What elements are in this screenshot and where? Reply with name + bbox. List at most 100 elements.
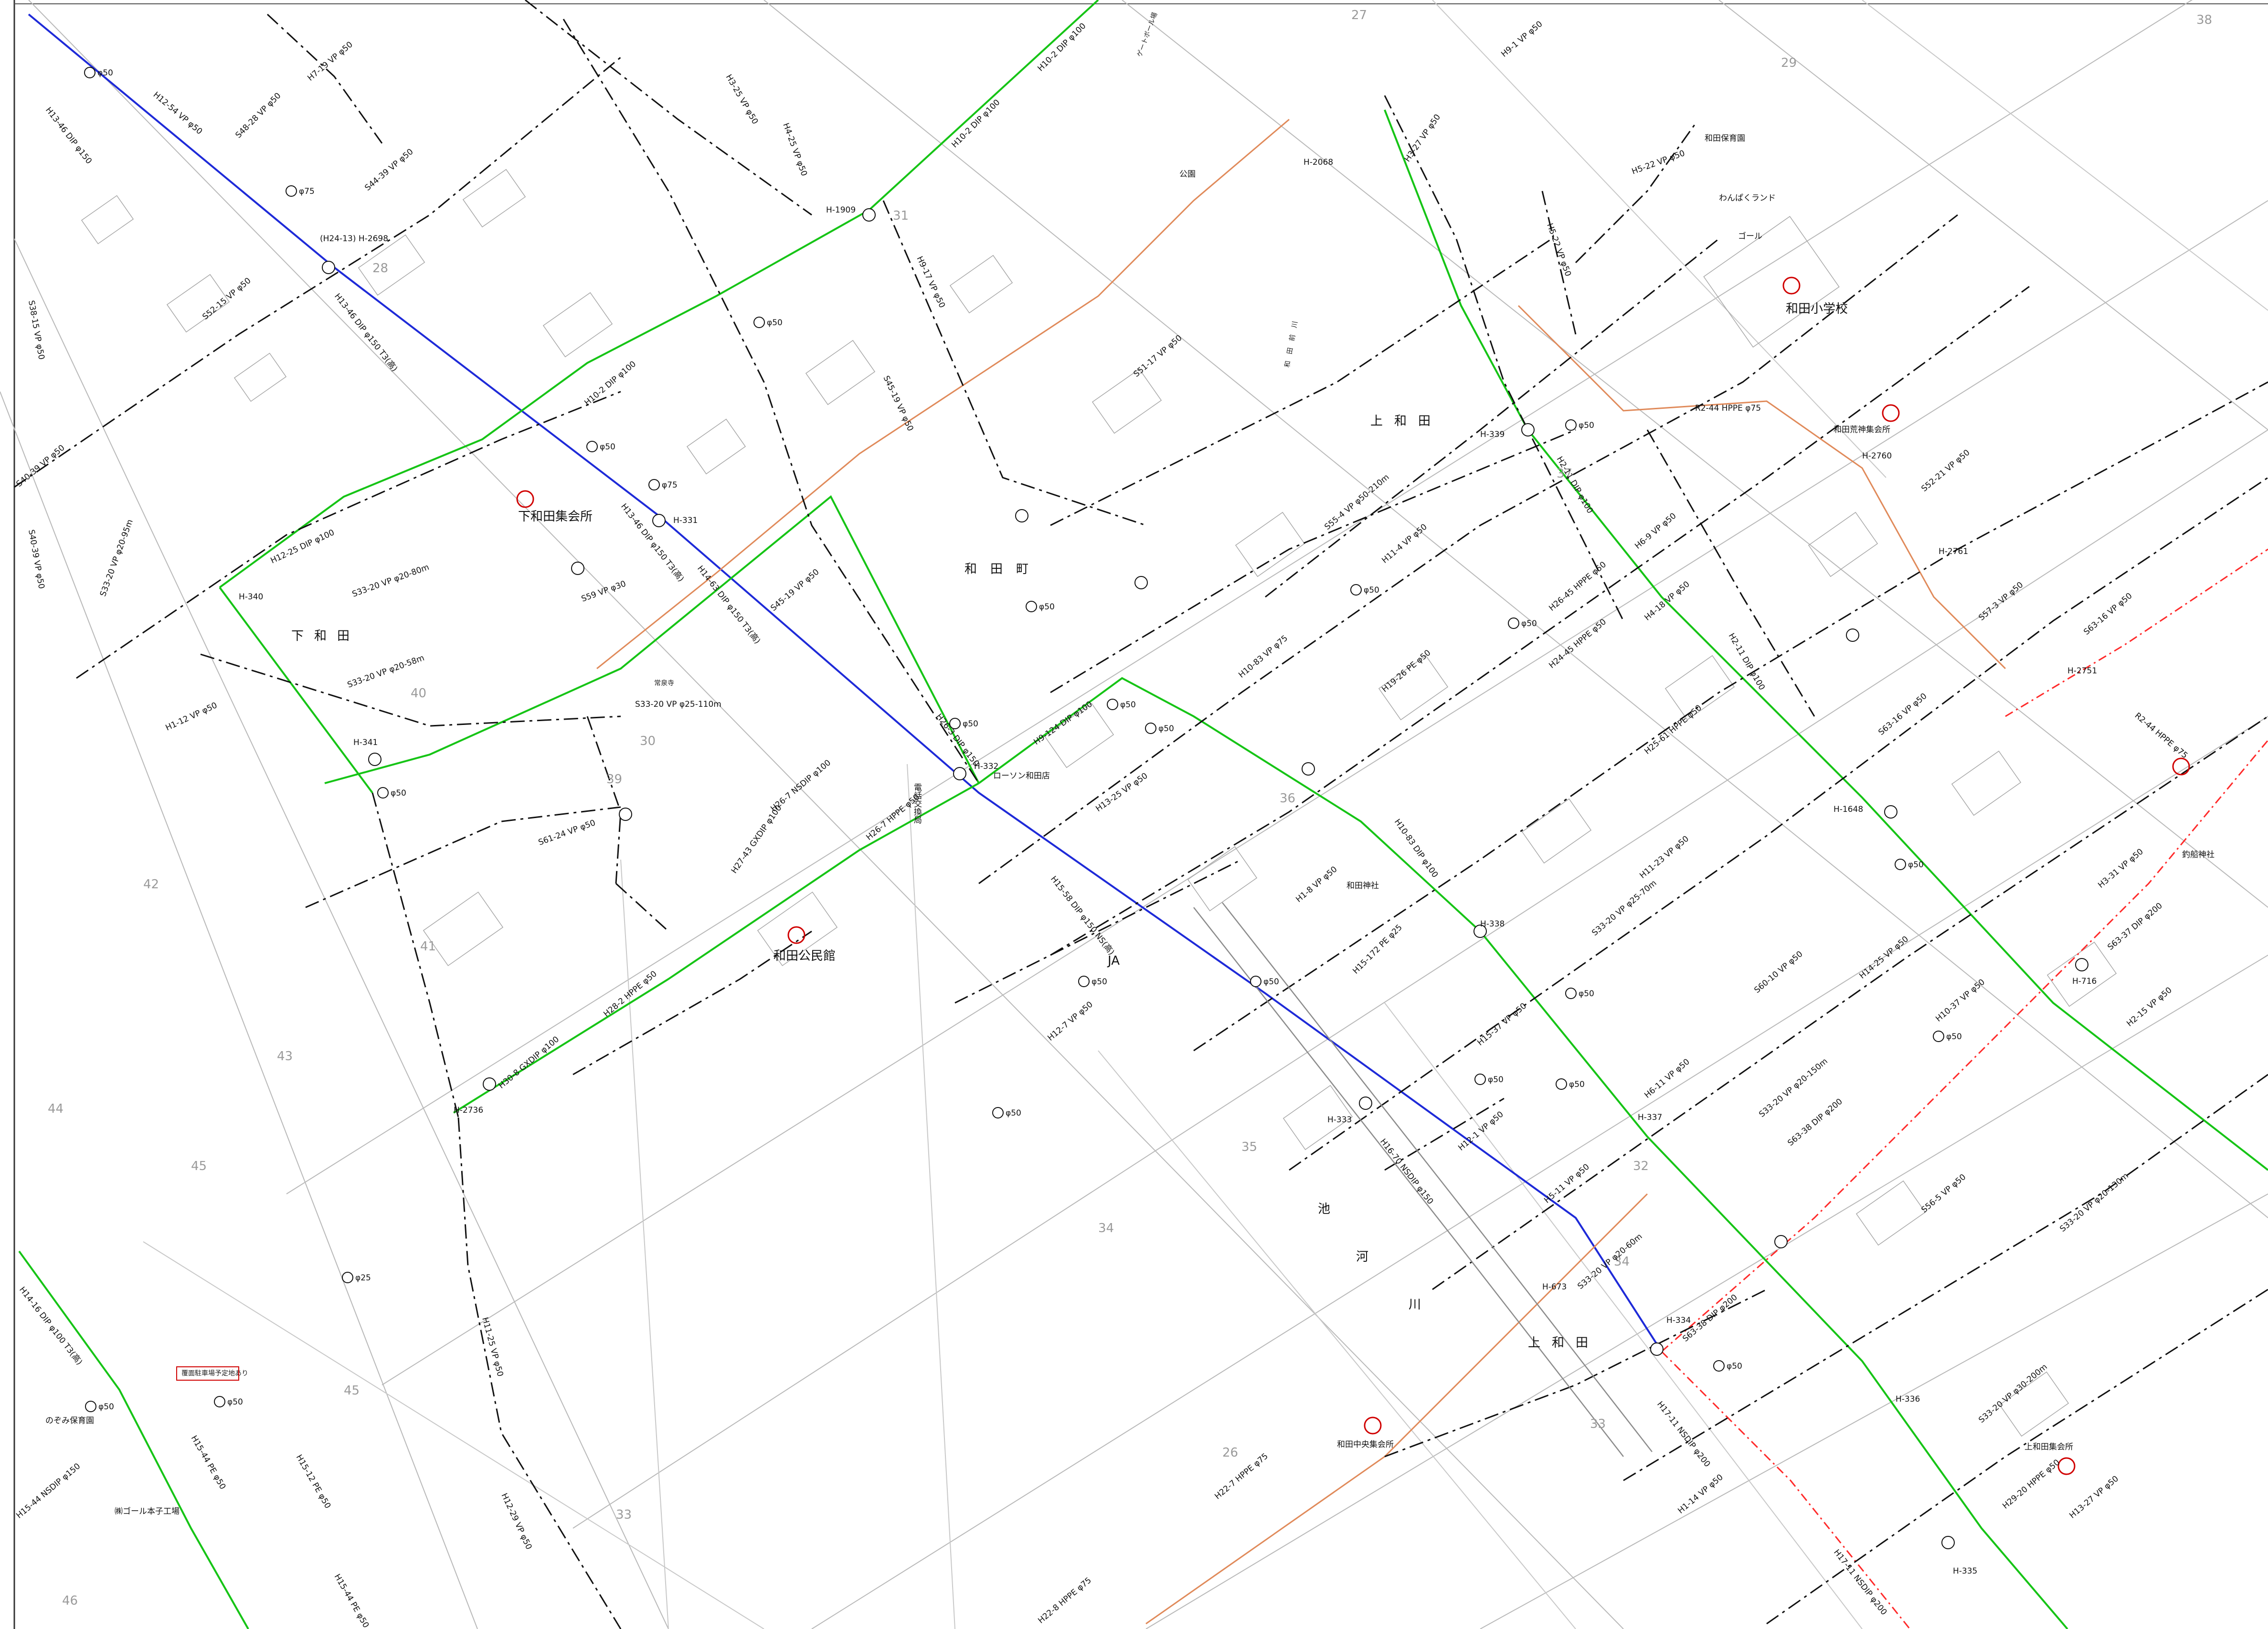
hydrant-icon	[992, 1107, 1004, 1118]
hydrant-size: φ50	[1092, 977, 1107, 987]
pipe-label: H1-12 VP φ50	[164, 701, 219, 733]
pipe-label: H13-46 DIP φ150 T3(高)	[332, 292, 399, 373]
hydrant-icon	[84, 67, 95, 78]
hydrant-icon	[1107, 699, 1118, 710]
hydrant-size: φ50	[1364, 586, 1379, 595]
valve-icon	[322, 261, 335, 274]
area-number: 45	[344, 1384, 360, 1398]
valve-icon	[1846, 628, 1859, 642]
valve-icon	[953, 767, 966, 780]
hydrant-icon	[1556, 1078, 1567, 1090]
public-facility-icon	[1364, 1416, 1382, 1435]
hydrant-size: φ25	[355, 1273, 371, 1283]
hppe-pipe-network[interactable]	[596, 118, 2006, 1625]
pipe-label: S33-20 VP φ30-200m	[1977, 1362, 2049, 1425]
pipe-label: H10-2 DIP φ100	[1036, 21, 1088, 73]
node-h2760: H-2760	[1862, 451, 1892, 461]
area-number: 38	[2196, 13, 2212, 27]
pipe-label: H15-44 PE φ50	[332, 1573, 371, 1629]
area-number: 42	[143, 877, 159, 892]
place-wada-araibane-hall: 和田荒神集会所	[1833, 425, 1890, 435]
public-facility-icon	[2172, 757, 2190, 776]
red-pipe-network[interactable]	[1661, 548, 2268, 1629]
river-channel	[1193, 902, 1653, 1457]
area-number: 41	[420, 939, 436, 954]
area-number: 45	[191, 1159, 207, 1173]
hydrant-size: φ50	[1263, 977, 1279, 987]
place-ja: JA	[1107, 954, 1120, 968]
pipe-label: H10-2 DIP φ100	[950, 97, 1002, 149]
pipe-label: H22-8 HPPE φ75	[1036, 1576, 1093, 1626]
valve-icon	[368, 753, 382, 766]
pipe-labels: H13-46 DIP φ150 H13-46 DIP φ150 T3(高) H1…	[14, 19, 2189, 1629]
node-h2068: H-2068	[1304, 158, 1333, 167]
pipe-label: H12-54 VP φ50	[151, 90, 204, 137]
valve-icon	[483, 1077, 496, 1091]
hydrant-size: φ50	[1579, 989, 1594, 999]
hydrant-icon	[1895, 859, 1906, 870]
pipe-label: S52-15 VP φ50	[201, 276, 253, 322]
existing-pipe-network[interactable]	[14, 0, 2268, 1629]
hydrant-size: φ50	[963, 719, 978, 729]
place-wada-central-hall: 和田中央集会所	[1337, 1440, 1394, 1449]
hydrant-markers[interactable]	[84, 67, 1944, 1412]
place-wada-river-1: 和田前川	[1283, 314, 1300, 368]
node-h333: H-333	[1327, 1115, 1352, 1125]
pipe-label: S61-24 VP φ50	[537, 818, 597, 848]
pipe-label: S60-10 VP φ50	[1752, 949, 1804, 995]
pipe-label: H26-45 HPPE φ50	[1547, 560, 1608, 613]
place-gate-ball: ゲートボール場	[1136, 11, 1159, 58]
pipe-label: H13-46 DIP φ150 T3(高)	[619, 502, 686, 584]
valve-icon	[1015, 509, 1028, 522]
pipe-label: H9-1 VP φ50	[1499, 19, 1544, 59]
node-h1648: H-1648	[1833, 805, 1863, 814]
pipe-label: H27-43 GXDIP φ100	[730, 803, 784, 875]
node-h331: H-331	[673, 516, 698, 525]
pipe-label: S59 VP φ30	[580, 579, 627, 604]
pipe-label: H17-11 NSDIP φ200	[1655, 1400, 1712, 1469]
area-numbers: 39 40 41 42 43 44 45 46 45 35 36 37 38 3…	[48, 8, 2212, 1608]
place-wada-shrine: 和田神社	[1346, 881, 1379, 891]
pipe-label: H12-1 VP φ50	[1456, 1109, 1505, 1152]
pipe-label: S33-20 VP φ20-80m	[351, 563, 431, 599]
notice-box	[176, 1366, 239, 1381]
pipe-label: S33-20 VP φ20-130m	[2058, 1171, 2130, 1234]
hydrant-size: φ50	[1908, 860, 1924, 870]
node-h716: H-716	[2072, 977, 2097, 986]
hydrant-size: φ50	[98, 1402, 114, 1412]
hydrant-icon	[1565, 988, 1577, 999]
area-number: 46	[62, 1594, 78, 1608]
node-h1909: H-1909	[826, 205, 856, 215]
hydrant-size: φ50	[1946, 1032, 1962, 1042]
node-h332: H-332	[974, 762, 998, 771]
valve-icon	[1473, 925, 1487, 938]
public-facility-icon	[1882, 404, 1900, 422]
pipe-label: S57-3 VP φ50	[1977, 580, 2025, 623]
map-frame	[13, 0, 2268, 1629]
valve-markers[interactable]	[322, 208, 2088, 1549]
hydrant-size: φ50	[1521, 619, 1537, 628]
place-nozomi-nursery: のぞみ保育園	[45, 1416, 94, 1426]
area-number: 31	[893, 209, 909, 223]
hydrant-size: φ50	[600, 442, 615, 452]
hydrant-size: φ50	[767, 318, 783, 328]
pipe-label: H15-37 VP φ50	[1475, 1001, 1528, 1047]
pipe-label: H16-70 NSDIP φ150	[1378, 1137, 1435, 1206]
pipe-label: H5-22 VP φ50	[1545, 222, 1573, 278]
area-number: 33	[1590, 1417, 1606, 1431]
area-number: 37	[1557, 467, 1572, 481]
place-tsurifune-shrine: 釣船神社	[2182, 850, 2215, 860]
area-number: 34	[1614, 1255, 1630, 1269]
pipe-label: H1-14 VP φ50	[1676, 1472, 1725, 1515]
pipe-label: H29-20 HPPE φ50	[2001, 1458, 2062, 1511]
hydrant-icon	[1145, 723, 1156, 734]
pipe-label: H3-25 VP φ50	[724, 73, 760, 126]
hydrant-size: φ50	[97, 68, 113, 78]
area-number: 32	[1633, 1159, 1649, 1173]
hydrant-icon	[1078, 976, 1090, 987]
pipe-label: S63-16 VP φ50	[1876, 692, 1929, 737]
node-h2761: H-2761	[1939, 547, 1968, 556]
pipe-label: H15-44 NSDIP φ150	[14, 1461, 82, 1521]
pipe-label: H10-2 DIP φ100	[583, 359, 638, 408]
